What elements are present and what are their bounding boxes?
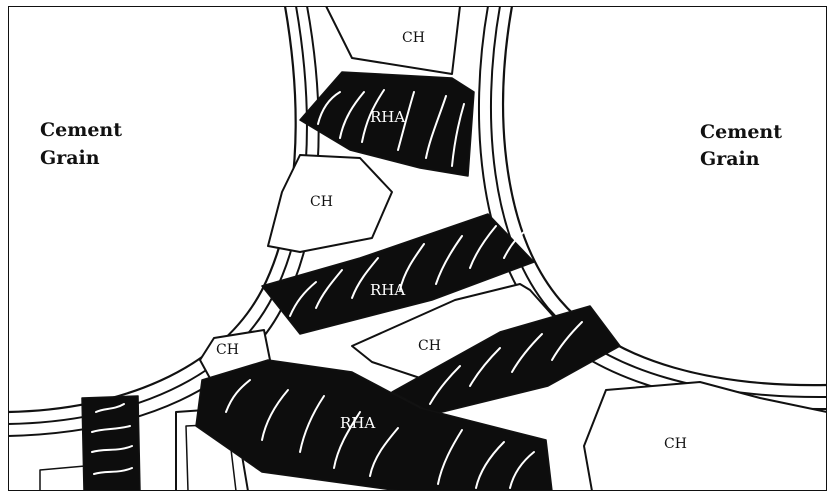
rha-particle-left-bottom [82, 396, 140, 491]
rha-label-top: RHA [370, 108, 405, 126]
cement-grain-left-label-line2: Grain [40, 147, 100, 169]
cement-grain-right-label-line1: Cement [700, 121, 782, 143]
cement-grain-right-label-line2: Grain [700, 148, 760, 170]
ch-label-left: CH [216, 342, 239, 358]
ch-label-upper: CH [310, 194, 333, 210]
ch-label-top: CH [402, 30, 425, 46]
cement-grain-left-label-line1: Cement [40, 119, 122, 141]
rha-label-bottom: RHA [340, 414, 375, 432]
rha-label-middle: RHA [370, 281, 405, 299]
ch-label-middle: CH [418, 338, 441, 354]
ch-label-bottom-right: CH [664, 436, 687, 452]
